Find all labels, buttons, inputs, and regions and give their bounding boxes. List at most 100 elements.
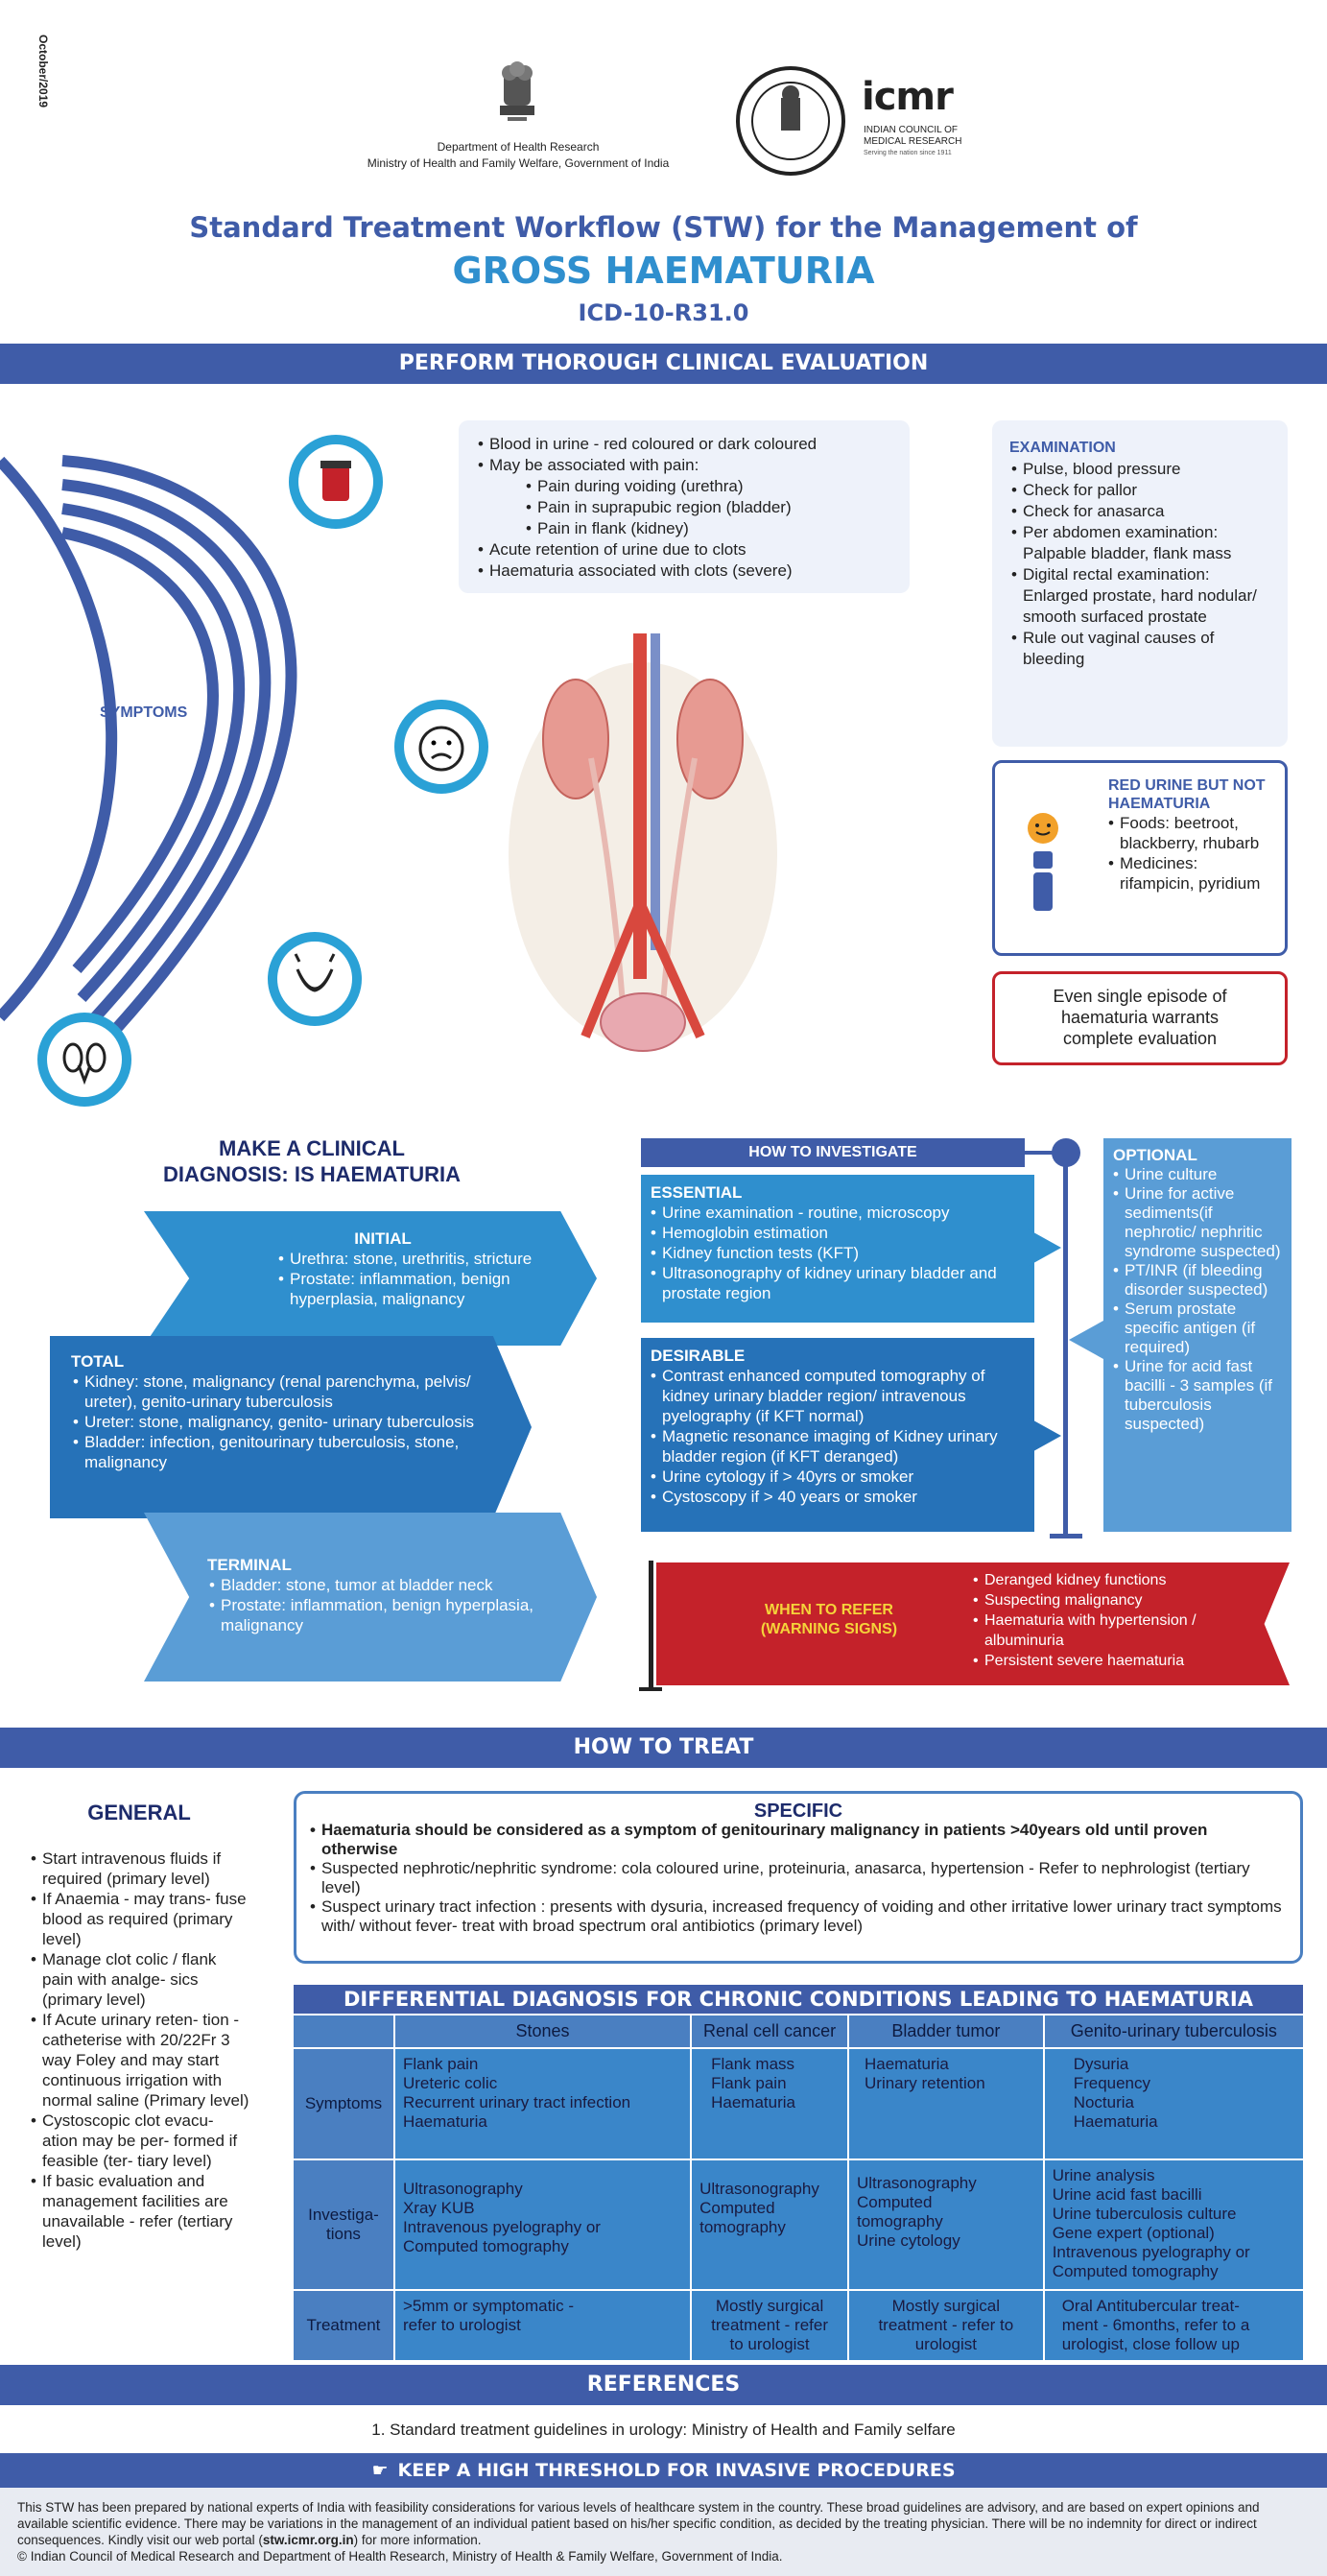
icmr-name: INDIAN COUNCIL OF MEDICAL RESEARCH Servi…: [864, 125, 961, 159]
ministry-name: Ministry of Health and Family Welfare, G…: [367, 156, 670, 170]
initial-item: Prostate: inflammation, benign hyperplas…: [278, 1269, 539, 1309]
title-line1: Standard Treatment Workflow (STW) for th…: [189, 211, 1138, 244]
specific-item: Haematuria should be considered as a sym…: [310, 1821, 1287, 1859]
essential-arrow: [1027, 1228, 1061, 1267]
essential-item: Kidney function tests (KFT): [651, 1243, 1025, 1263]
refer-flag: WHEN TO REFER (WARNING SIGNS) Deranged k…: [656, 1562, 1290, 1685]
refer-item: Haematuria with hypertension / albuminur…: [973, 1610, 1263, 1651]
pain-item: Pain during voiding (urethra): [526, 476, 892, 497]
investigate-header: HOW TO INVESTIGATE: [641, 1138, 1025, 1167]
row-header: Treatment: [292, 2289, 395, 2362]
differential-table: Stones Renal cell cancer Bladder tumor G…: [292, 2014, 1306, 2362]
desirable-item: Cystoscopy if > 40 years or smoker: [651, 1487, 1025, 1507]
exam-item: Check for anasarca: [1011, 501, 1270, 522]
specific-box: SPECIFIC Haematuria should be considered…: [294, 1791, 1303, 1964]
section-treat: HOW TO TREAT: [0, 1728, 1327, 1768]
investigate-timeline-line: [1025, 1151, 1063, 1155]
symptoms-box: Blood in urine - red coloured or dark co…: [459, 420, 910, 593]
side-date: October/2019: [36, 35, 50, 108]
refer-item: Suspecting malignancy: [973, 1590, 1263, 1610]
refer-item: Persistent severe haematuria: [973, 1651, 1263, 1671]
general-item: Start intravenous fluids if required (pr…: [31, 1849, 251, 1889]
refer-item: Deranged kidney functions: [973, 1570, 1263, 1590]
table-corner: [292, 2014, 395, 2049]
diagnosis-title: MAKE A CLINICAL DIAGNOSIS: IS HAEMATURIA: [134, 1135, 489, 1187]
exam-item: Pulse, blood pressure: [1011, 459, 1270, 480]
total-item: Ureter: stone, malignancy, genito- urina…: [73, 1412, 484, 1432]
symptom-item: Haematuria associated with clots (severe…: [478, 561, 892, 582]
exam-item: Digital rectal examination: Enlarged pro…: [1011, 564, 1270, 628]
diagnosis-title-2: DIAGNOSIS: IS HAEMATURIA: [162, 1162, 462, 1186]
terminal-item: Prostate: inflammation, benign hyperplas…: [209, 1595, 539, 1635]
red-urine-item: Medicines: rifampicin, pyridium: [1108, 853, 1275, 894]
desirable-title: DESIRABLE: [651, 1347, 746, 1365]
general-item: Manage clot colic / flank pain with anal…: [31, 1949, 251, 2010]
initial-title: INITIAL: [354, 1229, 412, 1248]
red-urine-title: RED URINE BUT NOT HAEMATURIA: [1108, 777, 1266, 812]
essential-box: ESSENTIAL Urine examination - routine, m…: [641, 1175, 1034, 1323]
optional-item: Urine for active sediments(if nephrotic/…: [1113, 1184, 1282, 1261]
icd-code: ICD-10-R31.0: [578, 299, 749, 326]
icmr-seal-icon: [735, 65, 846, 177]
symptom-item: Acute retention of urine due to clots: [478, 539, 892, 561]
optional-box: OPTIONAL Urine culture Urine for active …: [1103, 1138, 1291, 1532]
general-item: If basic evaluation and management facil…: [31, 2171, 251, 2252]
row-header: Symptoms: [292, 2047, 395, 2160]
essential-title: ESSENTIAL: [651, 1183, 743, 1202]
kidney-icon: [36, 1012, 132, 1108]
exam-item: Per abdomen examination: Palpable bladde…: [1011, 522, 1270, 564]
column-header: Genito-urinary tuberculosis: [1042, 2014, 1306, 2049]
examination-box: EXAMINATION Pulse, blood pressure Check …: [992, 420, 1288, 747]
optional-title: OPTIONAL: [1113, 1146, 1197, 1164]
section-evaluation: PERFORM THOROUGH CLINICAL EVALUATION: [0, 344, 1327, 384]
icmr-logo: icmr: [862, 75, 954, 119]
initial-arrow: INITIAL Urethra: stone, urethritis, stri…: [144, 1211, 597, 1346]
person-icon: [1024, 811, 1062, 917]
total-title: TOTAL: [71, 1352, 125, 1371]
refer-flag-base: [639, 1687, 662, 1691]
row-header: Investiga-tions: [292, 2159, 395, 2291]
web-portal-link[interactable]: stw.icmr.org.in: [262, 2533, 354, 2547]
symptom-item: May be associated with pain:: [478, 455, 892, 476]
refer-title: WHEN TO REFER (WARNING SIGNS): [733, 1601, 925, 1639]
desirable-item: Magnetic resonance imaging of Kidney uri…: [651, 1426, 1025, 1467]
total-item: Bladder: infection, genitourinary tuberc…: [73, 1432, 484, 1472]
table-cell: >5mm or symptomatic - refer to urologist: [392, 2289, 693, 2362]
bladder-icon: [267, 931, 363, 1027]
exam-item: Rule out vaginal causes of bleeding: [1011, 628, 1270, 670]
symptoms-label: SYMPTOMS: [100, 704, 188, 721]
section-threshold: ☛KEEP A HIGH THRESHOLD FOR INVASIVE PROC…: [0, 2453, 1327, 2488]
desirable-item: Contrast enhanced computed tomography of…: [651, 1366, 1025, 1426]
page-title: GROSS HAEMATURIA: [452, 250, 875, 292]
footer: This STW has been prepared by national e…: [0, 2488, 1327, 2576]
examination-title: EXAMINATION: [1009, 440, 1116, 456]
essential-item: Urine examination - routine, microscopy: [651, 1203, 1025, 1223]
total-arrow: TOTAL Kidney: stone, malignancy (renal p…: [50, 1336, 532, 1518]
general-item: If Acute urinary reten- tion - catheteri…: [31, 2010, 251, 2111]
essential-item: Hemoglobin estimation: [651, 1223, 1025, 1243]
desirable-arrow: [1027, 1417, 1061, 1455]
initial-item: Urethra: stone, urethritis, stricture: [278, 1249, 539, 1269]
pointing-hand-icon: ☛: [371, 2460, 389, 2481]
column-header: Renal cell cancer: [690, 2014, 849, 2049]
icmr-name-2: MEDICAL RESEARCH: [864, 136, 962, 147]
optional-item: PT/INR (if bleeding disorder suspected): [1113, 1261, 1282, 1300]
specific-item: Suspect urinary tract infection : presen…: [310, 1897, 1287, 1936]
footer-disclaimer: This STW has been prepared by national e…: [17, 2500, 1260, 2547]
diagnosis-title-1: MAKE A CLINICAL: [219, 1136, 405, 1160]
terminal-title: TERMINAL: [207, 1556, 292, 1574]
pain-item: Pain in suprapubic region (bladder): [526, 497, 892, 518]
icmr-name-1: INDIAN COUNCIL OF: [864, 125, 958, 135]
refer-title-1: WHEN TO REFER: [765, 1602, 893, 1618]
refer-flag-pole: [649, 1561, 653, 1691]
column-header: Bladder tumor: [847, 2014, 1045, 2049]
table-cell: Oral Antitubercular treat-ment - 6months…: [1042, 2289, 1306, 2362]
footer-copyright: © Indian Council of Medical Research and…: [17, 2549, 783, 2564]
